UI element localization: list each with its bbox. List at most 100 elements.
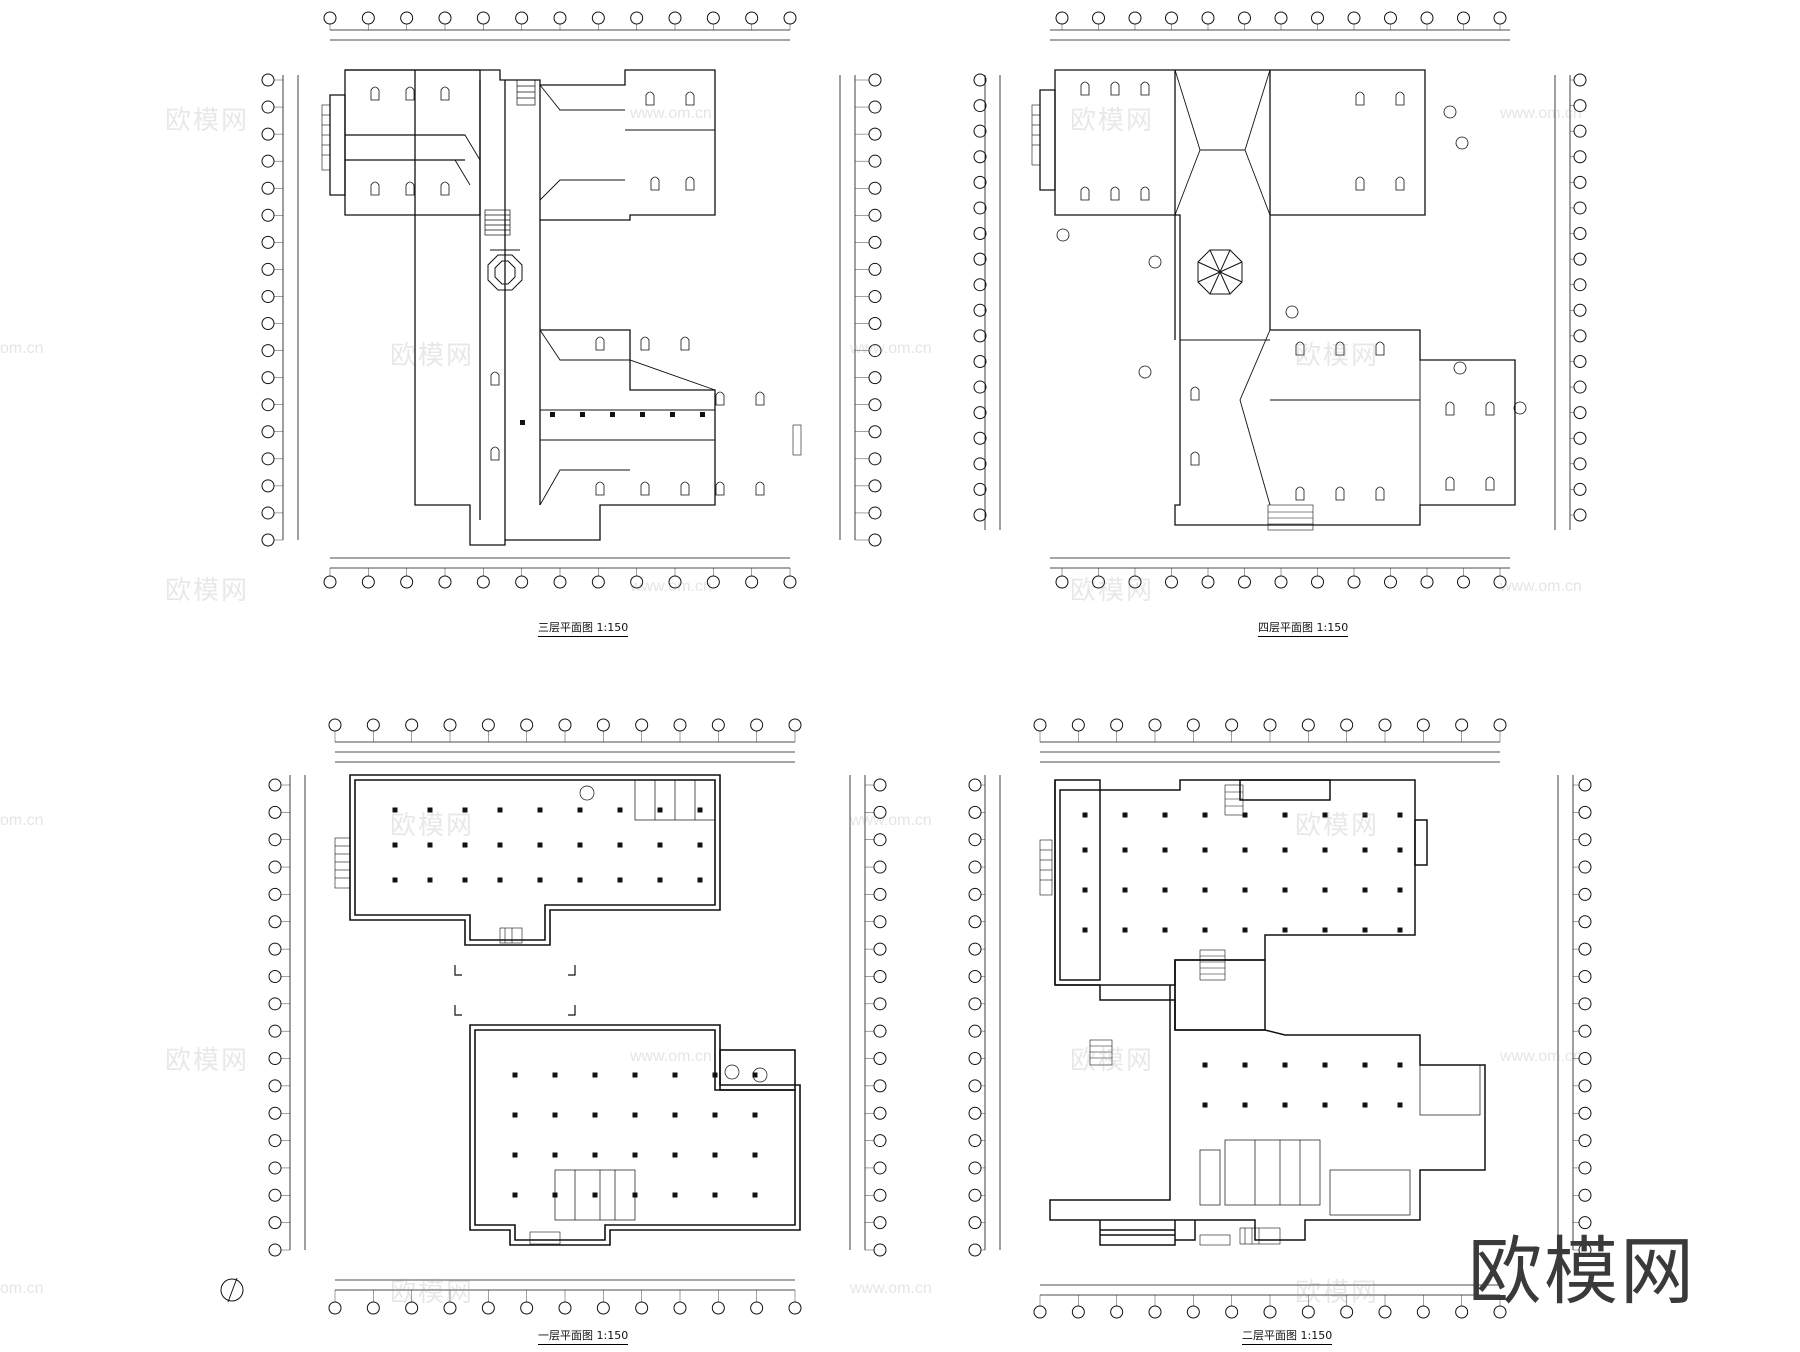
axis-bubble bbox=[1578, 1188, 1592, 1202]
column bbox=[632, 1112, 638, 1118]
second-floor-stairs bbox=[1039, 784, 1281, 1246]
third-floor-walls bbox=[329, 69, 716, 546]
column bbox=[657, 842, 663, 848]
axis-bubble bbox=[1225, 1305, 1239, 1319]
axis-bubble bbox=[268, 805, 282, 819]
column bbox=[427, 807, 433, 813]
axis-bubble bbox=[1225, 718, 1239, 732]
axis-bubble bbox=[973, 124, 987, 138]
axis-bubble bbox=[873, 1079, 887, 1093]
axis-bubble bbox=[1071, 1305, 1085, 1319]
axis-bubble bbox=[635, 1301, 649, 1315]
second-floor-walls bbox=[1049, 779, 1486, 1246]
fourth-floor-plan-title: 四层平面图 1:150 bbox=[1258, 619, 1349, 637]
axis-bubble bbox=[1274, 11, 1288, 25]
dormer-window bbox=[370, 181, 380, 196]
axis-bubble bbox=[973, 354, 987, 368]
column bbox=[1362, 887, 1368, 893]
column bbox=[1282, 1062, 1288, 1068]
axis-bubble bbox=[973, 175, 987, 189]
column bbox=[392, 877, 398, 883]
axis-bubble bbox=[968, 1243, 982, 1257]
third-floor-dimension-lines bbox=[282, 29, 856, 569]
axis-bubble bbox=[968, 833, 982, 847]
axis-bubble bbox=[361, 11, 375, 25]
axis-bubble bbox=[261, 100, 275, 114]
axis-bubble bbox=[1420, 575, 1434, 589]
column bbox=[697, 842, 703, 848]
column bbox=[1282, 1102, 1288, 1108]
axis-bubble bbox=[1186, 1305, 1200, 1319]
fourth-floor-axis-bubbles-bottom bbox=[1055, 568, 1507, 589]
fourth-floor-section-markers bbox=[1056, 105, 1527, 415]
column bbox=[427, 877, 433, 883]
axis-bubble bbox=[1578, 1024, 1592, 1038]
first-floor-axis-bubbles-left bbox=[268, 778, 290, 1257]
axis-bubble bbox=[361, 575, 375, 589]
column bbox=[657, 877, 663, 883]
column bbox=[462, 877, 468, 883]
dormer-window bbox=[1140, 81, 1150, 96]
axis-bubble bbox=[1455, 718, 1469, 732]
first-floor-axis-bubbles-bottom bbox=[328, 1290, 802, 1315]
axis-bubble bbox=[968, 969, 982, 983]
column bbox=[1162, 847, 1168, 853]
third-floor-axis-bubbles-left bbox=[261, 73, 283, 547]
axis-bubble bbox=[635, 718, 649, 732]
axis-bubble bbox=[1378, 718, 1392, 732]
axis-bubble bbox=[476, 575, 490, 589]
first-floor-axis-bubbles-right bbox=[865, 778, 887, 1257]
column bbox=[1322, 1102, 1328, 1108]
dormer-window bbox=[1445, 476, 1455, 491]
axis-bubble bbox=[1384, 575, 1397, 589]
dormer-window bbox=[640, 481, 650, 496]
axis-bubble bbox=[1238, 575, 1251, 589]
watermark-text-12: 欧模网 bbox=[1295, 1278, 1380, 1308]
watermark-url-5: www.om.cn bbox=[630, 578, 712, 595]
column bbox=[577, 807, 583, 813]
dormer-window bbox=[595, 336, 605, 351]
watermark-text-4: 欧模网 bbox=[1295, 341, 1380, 371]
first-floor-plan-title: 一层平面图 1:150 bbox=[538, 1327, 629, 1345]
axis-bubble bbox=[873, 1134, 887, 1148]
axis-bubble bbox=[973, 380, 987, 394]
axis-bubble bbox=[1033, 718, 1047, 732]
fourth-floor-roof-ridges bbox=[1174, 69, 1421, 506]
column bbox=[712, 1072, 718, 1078]
column bbox=[1242, 927, 1248, 933]
column bbox=[1202, 1102, 1208, 1108]
axis-bubble bbox=[1573, 124, 1587, 138]
column bbox=[392, 807, 398, 813]
column bbox=[752, 1152, 758, 1158]
column bbox=[497, 877, 503, 883]
axis-bubble bbox=[1055, 575, 1069, 589]
third-floor-octagon-atrium bbox=[487, 254, 523, 291]
axis-bubble bbox=[968, 1079, 982, 1093]
watermark-text-3: 欧模网 bbox=[390, 341, 475, 371]
axis-bubble bbox=[968, 860, 982, 874]
column bbox=[1397, 887, 1403, 893]
column bbox=[497, 807, 503, 813]
axis-bubble bbox=[750, 718, 764, 732]
axis-bubble bbox=[873, 1188, 887, 1202]
axis-bubble bbox=[261, 506, 275, 520]
axis-bubble bbox=[783, 11, 797, 25]
column bbox=[1362, 1102, 1368, 1108]
dormer-window bbox=[440, 86, 450, 101]
column bbox=[1397, 812, 1403, 818]
dormer-window bbox=[685, 91, 695, 106]
axis-bubble bbox=[973, 99, 987, 113]
axis-bubble bbox=[261, 479, 275, 493]
column bbox=[617, 877, 623, 883]
third-floor-plan-title: 三层平面图 1:150 bbox=[538, 619, 629, 637]
dormer-window bbox=[405, 86, 415, 101]
dormer-window bbox=[1445, 401, 1455, 416]
column bbox=[462, 842, 468, 848]
axis-bubble bbox=[268, 1243, 282, 1257]
axis-bubble bbox=[868, 73, 882, 87]
watermark-text-9: 欧模网 bbox=[165, 1046, 250, 1076]
column bbox=[617, 807, 623, 813]
axis-bubble bbox=[788, 718, 802, 732]
dormer-window bbox=[1395, 176, 1405, 191]
axis-bubble bbox=[515, 575, 529, 589]
